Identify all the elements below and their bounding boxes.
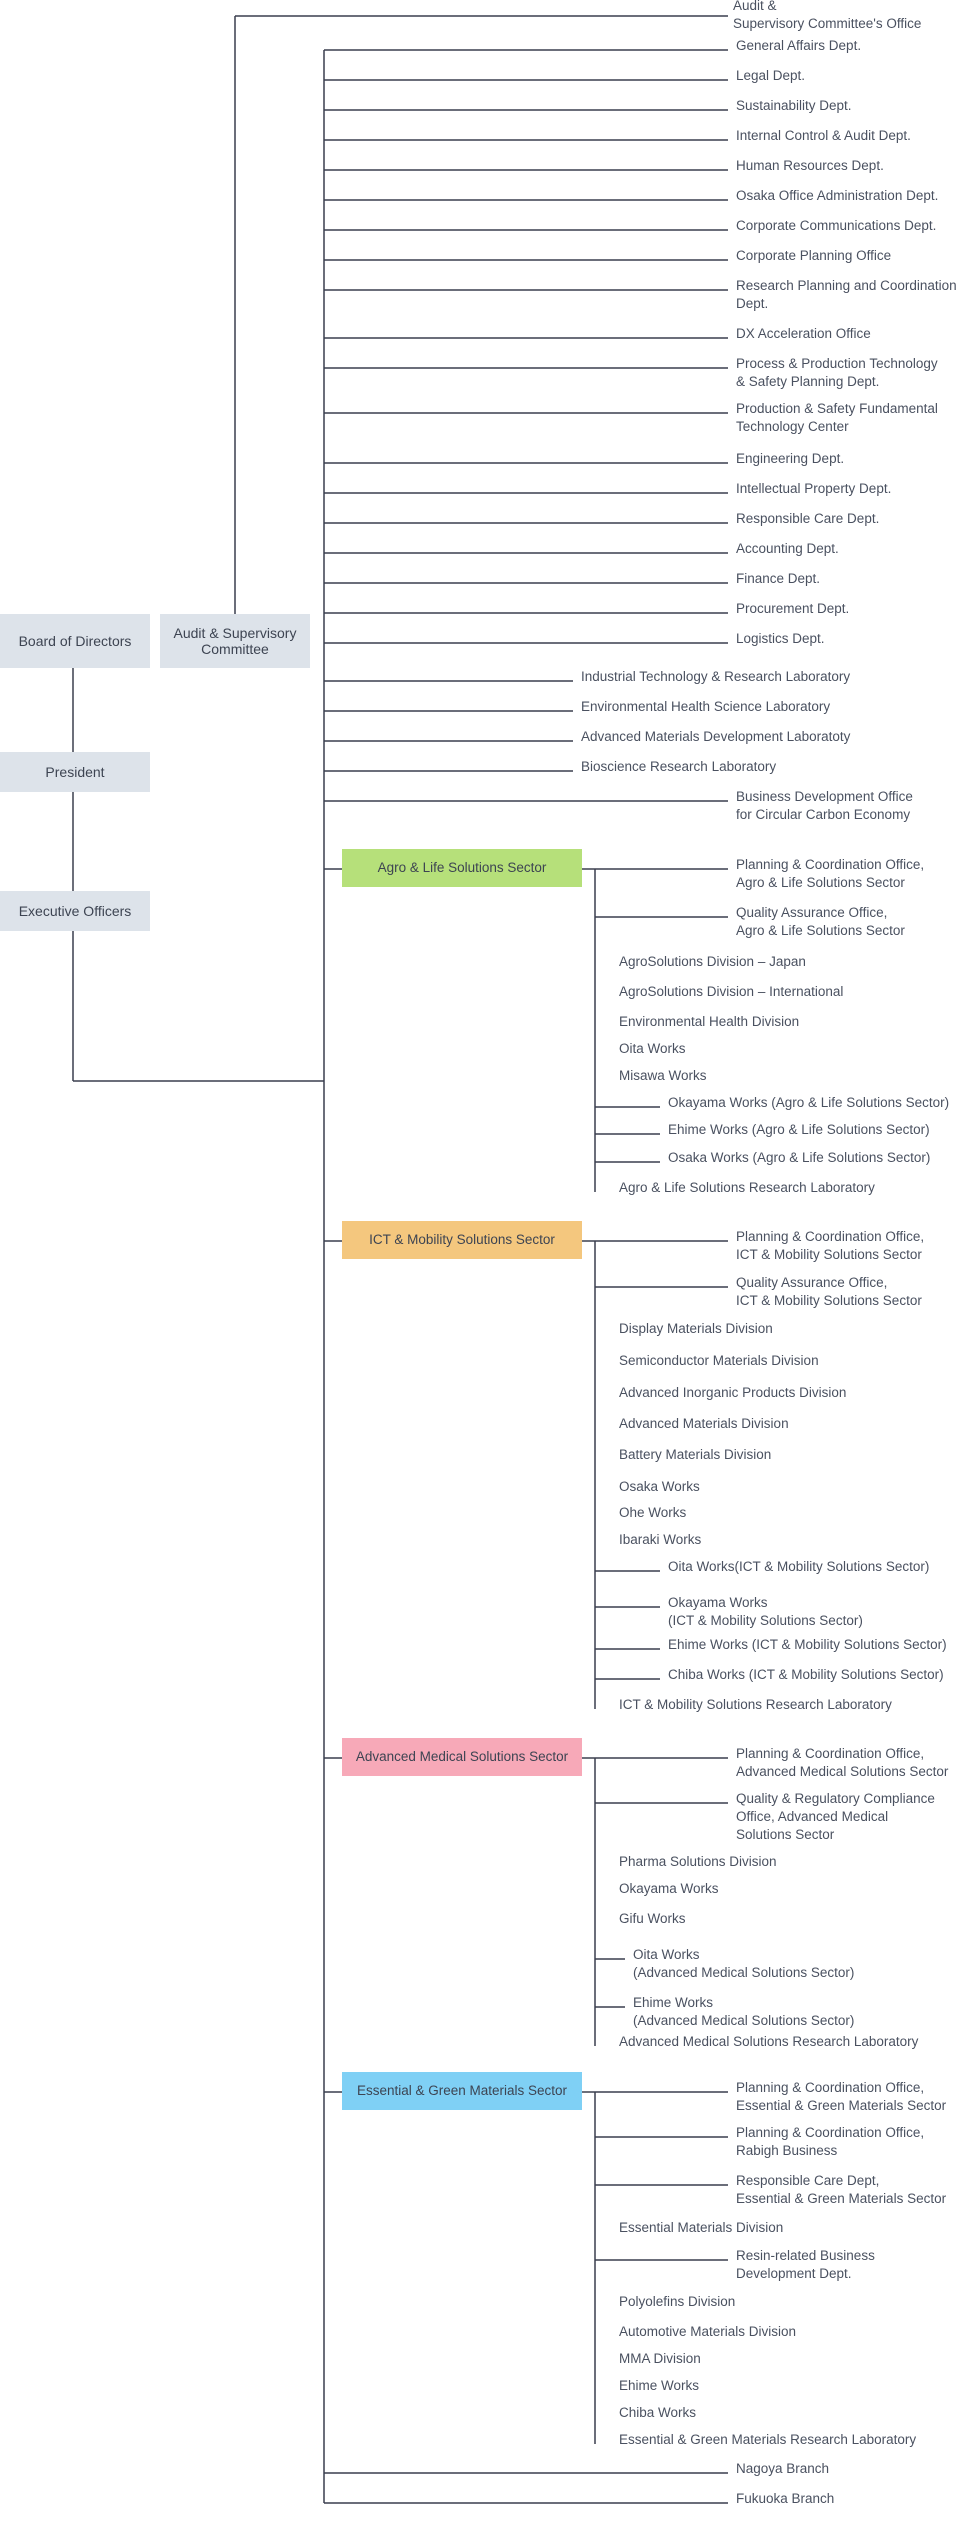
sector-unit-label: Chiba Works (ICT & Mobility Solutions Se… (668, 1667, 944, 1682)
sector-unit-label: Okayama Works (Agro & Life Solutions Sec… (668, 1095, 950, 1110)
sector-unit-label: Ehime Works (619, 2378, 700, 2393)
board-of-directors-box: Board of Directors (0, 614, 150, 668)
sector-unit-label: AgroSolutions Division – International (619, 984, 844, 999)
sector-box: Essential & Green Materials Sector (342, 2072, 582, 2110)
corporate-dept-label: Logistics Dept. (736, 631, 825, 646)
corporate-dept-label: Internal Control & Audit Dept. (736, 128, 911, 143)
sector-unit-label: Essential & Green Materials Research Lab… (619, 2432, 917, 2447)
sector-unit-label: Ibaraki Works (619, 1532, 702, 1547)
sector-unit-label: Okayama Works (619, 1881, 719, 1896)
corporate-dept-label: DX Acceleration Office (736, 326, 871, 341)
audit-office-label: Audit &Supervisory Committee's Office (733, 0, 922, 31)
corporate-dept-label: Corporate Communications Dept. (736, 218, 937, 233)
sector-unit-label: Quality Assurance Office,Agro & Life Sol… (736, 905, 905, 938)
corporate-dept-label: Osaka Office Administration Dept. (736, 188, 939, 203)
sector-unit-label: Advanced Materials Division (619, 1416, 789, 1431)
sector-unit-label: MMA Division (619, 2351, 701, 2366)
sector-box: Agro & Life Solutions Sector (342, 849, 582, 887)
sector-unit-label: Gifu Works (619, 1911, 686, 1926)
corporate-dept-label: Responsible Care Dept. (736, 511, 880, 526)
branch-label: Nagoya Branch (736, 2461, 830, 2476)
sector-unit-label: Advanced Medical Solutions Research Labo… (619, 2034, 919, 2049)
sector-unit-label: Quality Assurance Office,ICT & Mobility … (736, 1275, 922, 1308)
sector-unit-label: Planning & Coordination Office,ICT & Mob… (736, 1229, 925, 1262)
sector-unit-label: Planning & Coordination Office,Rabigh Bu… (736, 2125, 925, 2158)
sector-unit-label: Agro & Life Solutions Research Laborator… (619, 1180, 875, 1195)
sector-unit-label: Display Materials Division (619, 1321, 773, 1336)
corporate-dept-label: Legal Dept. (736, 68, 806, 83)
sector-unit-label: Planning & Coordination Office,Essential… (736, 2080, 947, 2113)
sector-unit-label: Osaka Works (Agro & Life Solutions Secto… (668, 1150, 931, 1165)
sector-unit-label: Advanced Inorganic Products Division (619, 1385, 847, 1400)
sector-unit-label: Okayama Works(ICT & Mobility Solutions S… (668, 1595, 863, 1628)
sector-unit-label: Polyolefins Division (619, 2294, 736, 2309)
corporate-dept-label: Accounting Dept. (736, 541, 839, 556)
sector-unit-label: Ehime Works (ICT & Mobility Solutions Se… (668, 1637, 947, 1652)
sector-unit-label: Ehime Works (Agro & Life Solutions Secto… (668, 1122, 930, 1137)
executive-officers-box: Executive Officers (0, 891, 150, 931)
sector-unit-label: Ohe Works (619, 1505, 687, 1520)
corporate-dept-label: Sustainability Dept. (736, 98, 852, 113)
lab-label: Environmental Health Science Laboratory (581, 699, 831, 714)
sector-unit-label: Semiconductor Materials Division (619, 1353, 819, 1368)
sector-unit-label: Pharma Solutions Division (619, 1854, 777, 1869)
sector-unit-label: Osaka Works (619, 1479, 700, 1494)
corporate-dept-label: Human Resources Dept. (736, 158, 884, 173)
sector-unit-label: Misawa Works (619, 1068, 707, 1083)
sector-unit-label: Planning & Coordination Office,Advanced … (736, 1746, 949, 1779)
sector-box: Advanced Medical Solutions Sector (342, 1738, 582, 1776)
sector-unit-label: Battery Materials Division (619, 1447, 772, 1462)
lab-label: Advanced Materials Development Laboratot… (581, 729, 851, 744)
president-box: President (0, 752, 150, 792)
audit-committee-box: Audit & Supervisory Committee (160, 614, 310, 668)
sector-unit-label: Automotive Materials Division (619, 2324, 797, 2339)
sector-unit-label: Oita Works(Advanced Medical Solutions Se… (633, 1947, 855, 1980)
sector-unit-label: Planning & Coordination Office,Agro & Li… (736, 857, 925, 890)
sector-unit-label: Ehime Works(Advanced Medical Solutions S… (633, 1995, 855, 2028)
corporate-dept-label: Finance Dept. (736, 571, 821, 586)
sector-unit-label: Oita Works (619, 1041, 686, 1056)
lab-label: Industrial Technology & Research Laborat… (581, 669, 851, 684)
corporate-dept-label: Process & Production Technology& Safety … (736, 356, 938, 389)
corporate-dept-label: Engineering Dept. (736, 451, 845, 466)
sector-unit-label: ICT & Mobility Solutions Research Labora… (619, 1697, 892, 1712)
sector-unit-label: Environmental Health Division (619, 1014, 800, 1029)
corporate-dept-label: Procurement Dept. (736, 601, 850, 616)
sector-unit-label: Essential Materials Division (619, 2220, 784, 2235)
sector-unit-label: AgroSolutions Division – Japan (619, 954, 806, 969)
corporate-dept-label: Corporate Planning Office (736, 248, 892, 263)
lab-label: Bioscience Research Laboratory (581, 759, 777, 774)
corporate-dept-label: General Affairs Dept. (736, 38, 862, 53)
sector-box: ICT & Mobility Solutions Sector (342, 1221, 582, 1259)
sector-unit-label: Responsible Care Dept,Essential & Green … (736, 2173, 947, 2206)
sector-unit-label: Oita Works(ICT & Mobility Solutions Sect… (668, 1559, 930, 1574)
branch-label: Fukuoka Branch (736, 2491, 835, 2506)
corporate-dept-label: Intellectual Property Dept. (736, 481, 892, 496)
sector-unit-label: Chiba Works (619, 2405, 697, 2420)
